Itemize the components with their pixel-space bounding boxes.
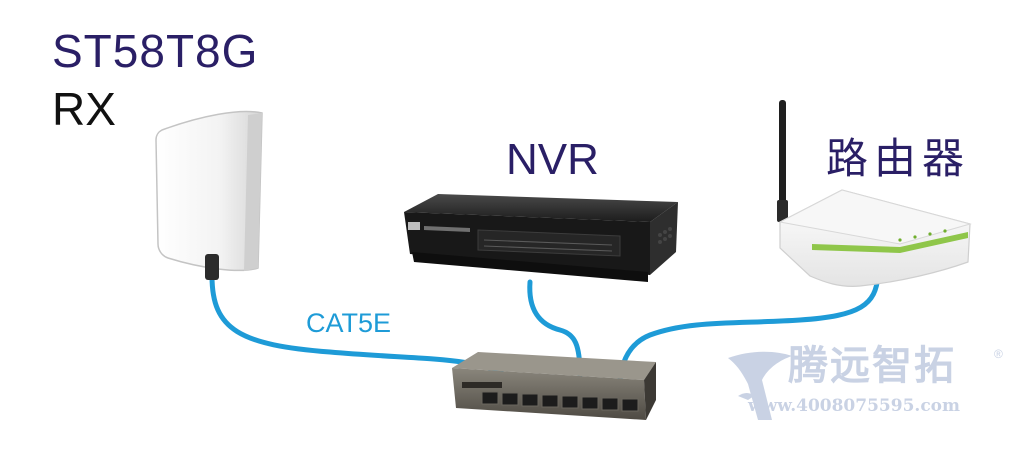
- cable-type-label: CAT5E: [306, 308, 392, 338]
- nvr-device-icon: [404, 194, 678, 282]
- network-switch-icon: [452, 352, 656, 420]
- brand-logo-icon: [728, 351, 792, 420]
- watermark-brand: 腾远智拓: [788, 342, 956, 389]
- watermark-url: www.4008075595.com: [748, 396, 960, 416]
- router-label: 路由器: [826, 134, 971, 183]
- receiver-role-label: RX: [52, 83, 116, 135]
- router-device-icon: [777, 100, 972, 287]
- watermark-registered-mark: ®: [994, 347, 1003, 361]
- nvr-label: NVR: [506, 135, 599, 184]
- panel-antenna-icon: [155, 110, 263, 280]
- cable-router-to-switch: [617, 272, 881, 383]
- cable-nvr-to-switch: [527, 279, 583, 378]
- receiver-model-label: ST58T8G: [52, 25, 259, 77]
